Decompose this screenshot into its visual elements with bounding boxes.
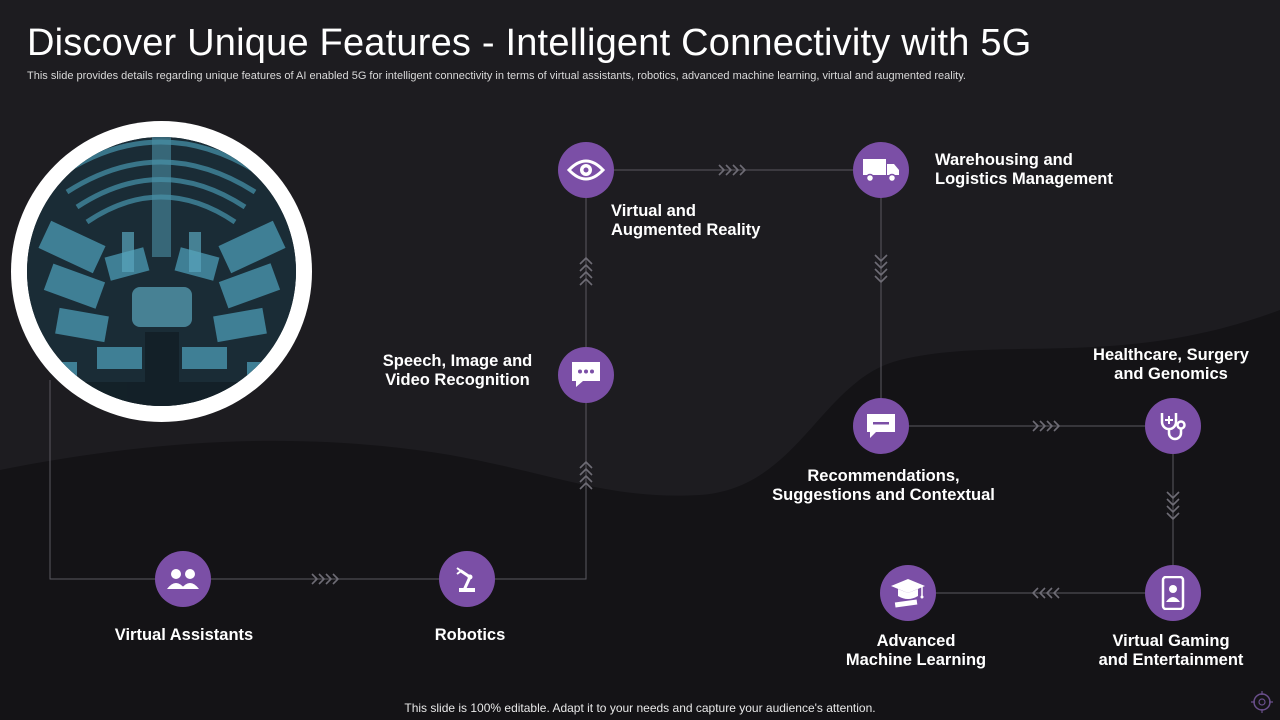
machine-learning-label: Advanced Machine Learning: [845, 632, 987, 669]
robotics-node: [439, 551, 495, 607]
speech-recognition-node: [558, 347, 614, 403]
robotics-label: Robotics: [434, 626, 506, 644]
message-icon: [867, 414, 895, 438]
page-title: Discover Unique Features - Intelligent C…: [27, 22, 1032, 64]
healthcare-node: [1145, 398, 1201, 454]
machine-learning-node: [880, 565, 936, 621]
vr-ar-node: [558, 142, 614, 198]
recommendations-node: [853, 398, 909, 454]
stethoscope-icon: [1160, 413, 1186, 441]
speech-recognition-label: Speech, Image and Video Recognition: [382, 352, 533, 389]
corner-logo-icon: [1251, 691, 1273, 713]
photo-frame: [11, 121, 312, 422]
footer-note: This slide is 100% editable. Adapt it to…: [404, 701, 876, 715]
graduation-cap-icon: [891, 579, 925, 608]
people-icon: [167, 569, 199, 589]
recommendations-label: Recommendations, Suggestions and Context…: [772, 467, 995, 504]
virtual-assistants-label: Virtual Assistants: [114, 626, 254, 644]
vr-ar-label: Virtual and Augmented Reality: [611, 202, 761, 239]
gaming-label: Virtual Gaming and Entertainment: [1098, 632, 1244, 669]
warehousing-label: Warehousing and Logistics Management: [935, 151, 1113, 188]
eye-icon: [567, 159, 605, 181]
chat-bubble-icon: [572, 362, 600, 387]
truck-icon: [863, 159, 899, 183]
page-subtitle: This slide provides details regarding un…: [27, 70, 966, 82]
aerial-city-image: [27, 137, 296, 406]
healthcare-label: Healthcare, Surgery and Genomics: [1093, 346, 1249, 383]
warehousing-node: [853, 142, 909, 198]
gaming-node: [1145, 565, 1201, 621]
robot-arm-icon: [456, 567, 475, 592]
mobile-user-icon: [1161, 576, 1185, 610]
virtual-assistants-node: [155, 551, 211, 607]
